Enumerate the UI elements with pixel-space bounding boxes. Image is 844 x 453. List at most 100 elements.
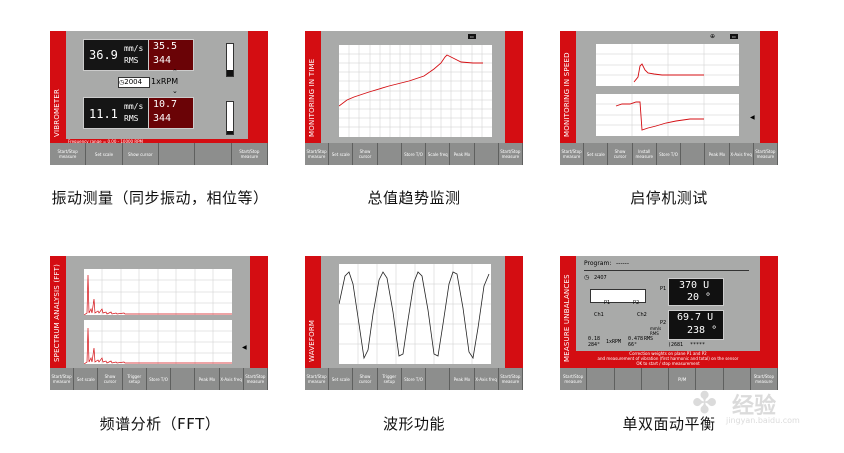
toolbar-button[interactable]: [587, 368, 615, 390]
unbalance-panel: MEASURE UNBALANCES Program: ------ ◷ 240…: [560, 256, 778, 390]
toolbar-button[interactable]: [696, 368, 724, 390]
toolbar-button[interactable]: [615, 368, 642, 390]
chevron-down-icon[interactable]: ⌄: [172, 87, 178, 95]
p1-label: P1: [660, 286, 667, 292]
toolbar-button[interactable]: X-Axis freq: [475, 368, 499, 390]
rpm-field[interactable]: ◷2004: [118, 77, 150, 88]
bottom-red-phase: 344: [153, 113, 172, 124]
top-level-gauge: [226, 43, 234, 77]
ch2-amplitude: 0.478: [628, 336, 644, 342]
caption-balancing: 单双面动平衡: [622, 415, 716, 433]
toolbar-button[interactable]: Pl/M: [669, 368, 697, 390]
ch2-phase: 66°: [628, 342, 638, 348]
top-red-phase: 344: [153, 55, 172, 66]
toolbar-button[interactable]: Store T/O: [147, 368, 172, 390]
toolbar: Start/Stop measure Set scale Show cursor…: [50, 143, 268, 165]
quality-stars: *****: [690, 342, 706, 348]
toolbar: Start/Stop measure Set scale Show cursor…: [305, 368, 523, 390]
toolbar-button[interactable]: X-Axis freq: [730, 143, 754, 165]
trend-plot: [339, 45, 492, 137]
toolbar-button[interactable]: Set scale: [329, 368, 354, 390]
amplitude-chart: [596, 44, 739, 86]
toolbar-button[interactable]: Start/Stop measure: [305, 368, 330, 390]
caption-waveform: 波形功能: [382, 415, 445, 433]
toolbar-button[interactable]: Trigger setup: [123, 368, 147, 390]
top-unit-2: RMS: [124, 56, 139, 65]
toolbar-button[interactable]: Start/Stop measure: [305, 143, 330, 165]
waveform-plot: [339, 264, 491, 364]
toolbar-button[interactable]: [475, 143, 499, 165]
watermark-text: 经验: [732, 394, 777, 419]
toolbar-button[interactable]: [724, 368, 751, 390]
toolbar-button[interactable]: X-Axis freq: [220, 368, 244, 390]
p1-box: 370 U 20 °: [668, 278, 724, 306]
ch1-label: Ch1: [594, 312, 604, 318]
mode-badge: ▭: [468, 34, 476, 39]
toolbar-button[interactable]: Peak Mx: [195, 368, 220, 390]
vibrometer-rail: VIBROMETER: [50, 31, 66, 143]
toolbar-button[interactable]: Start/Stop measure: [751, 368, 778, 390]
side-red-bar: [760, 256, 778, 368]
toolbar-button[interactable]: Show cursor: [608, 143, 633, 165]
toolbar-button[interactable]: [195, 143, 232, 165]
toolbar-button[interactable]: Peak Mx: [705, 143, 730, 165]
toolbar-button[interactable]: [642, 368, 669, 390]
toolbar-button[interactable]: Store T/O: [402, 368, 427, 390]
toolbar-button[interactable]: Scale freq: [426, 143, 451, 165]
marker-arrow-icon: ◀: [242, 344, 247, 351]
monitoring-speed-rail: MONITORING IN SPEED: [560, 31, 576, 143]
spectrum-plot-bottom: [84, 320, 232, 364]
phase-chart: [596, 94, 739, 136]
caption-vibration: 振动测量（同步振动，相位等）: [51, 189, 269, 207]
toolbar-button[interactable]: [681, 143, 706, 165]
side-red-bar: [505, 256, 523, 368]
toolbar-button[interactable]: Start/Stop measure: [560, 368, 588, 390]
side-red-bar: [250, 256, 268, 368]
toolbar-button[interactable]: [159, 143, 196, 165]
toolbar-button[interactable]: Show cursor: [123, 143, 159, 165]
toolbar: Start/Stop measure Set scale Show cursor…: [560, 143, 778, 165]
toolbar-button[interactable]: Store T/O: [402, 143, 427, 165]
toolbar-button[interactable]: Show cursor: [353, 368, 378, 390]
toolbar-button[interactable]: Start/Stop measure: [50, 143, 87, 165]
spectrum-chart-bottom: [84, 320, 232, 364]
toolbar-button[interactable]: [171, 368, 196, 390]
toolbar-button[interactable]: [426, 368, 451, 390]
bottom-value: 11.1: [89, 107, 118, 121]
caption-startup: 启停机测试: [630, 189, 708, 207]
toolbar-button[interactable]: Set scale: [86, 143, 123, 165]
paw-logo-icon: ✤: [692, 386, 718, 421]
counter-value: (2681: [668, 342, 684, 348]
caption-trend: 总值趋势监测: [367, 189, 461, 207]
toolbar-button[interactable]: Peak Mx: [450, 143, 475, 165]
bottom-unit-2: RMS: [124, 114, 139, 123]
toolbar-button[interactable]: Start/Stop measure: [244, 368, 268, 390]
toolbar-button[interactable]: Show cursor: [353, 143, 378, 165]
rpm-value: 2407: [594, 275, 607, 281]
program-label: Program:: [584, 260, 612, 267]
toolbar-button[interactable]: Start/Stop measure: [232, 143, 268, 165]
top-measure-box: 36.9 mm/s RMS: [83, 39, 149, 71]
toolbar-button[interactable]: Install measure: [633, 143, 657, 165]
toolbar-button[interactable]: Store T/O: [657, 143, 682, 165]
waveform-line: [339, 271, 490, 360]
toolbar-button[interactable]: Trigger setup: [378, 368, 402, 390]
toolbar-button[interactable]: [378, 143, 402, 165]
toolbar-button[interactable]: Start/Stop measure: [50, 368, 75, 390]
toolbar-button[interactable]: Set scale: [329, 143, 354, 165]
toolbar-button[interactable]: Start/Stop measure: [499, 368, 523, 390]
toolbar-button[interactable]: Set scale: [584, 143, 609, 165]
spectrum-plot-top: [84, 269, 232, 315]
rpm-label: 1xRPM: [151, 77, 179, 86]
toolbar-button[interactable]: Start/Stop measure: [754, 143, 778, 165]
waveform-panel: WAVEFORM Start/Stop measure Set scale Sh…: [305, 256, 523, 390]
toolbar-button[interactable]: Start/Stop measure: [499, 143, 523, 165]
toolbar-button[interactable]: Show cursor: [98, 368, 123, 390]
toolbar-button[interactable]: Set scale: [74, 368, 99, 390]
toolbar-button[interactable]: Start/Stop measure: [560, 143, 585, 165]
rotor-diagram: [590, 289, 646, 303]
rms-label: RMS: [644, 336, 654, 342]
chevron-up-icon[interactable]: ⌃: [172, 68, 178, 76]
bottom-measure-box: 11.1 mm/s RMS: [83, 97, 149, 129]
toolbar-button[interactable]: Peak Mx: [450, 368, 475, 390]
